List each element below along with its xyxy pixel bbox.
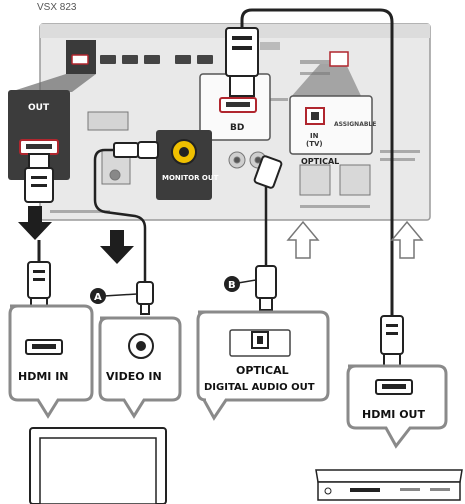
composite-plug-top — [113, 141, 159, 159]
optical-plug-bottom — [237, 265, 277, 311]
optical-plug-top — [253, 155, 283, 189]
hdmi-input-row — [100, 42, 280, 64]
monitor-out-label: MONITOR OUT — [162, 174, 219, 182]
receiver-rear-panel: OUT IN BD IN (TV) OPTICAL ASSIGNABLE — [8, 23, 431, 221]
hdmi-cable-to-player — [240, 8, 394, 322]
hdmi-cable-to-tv — [27, 240, 51, 311]
tv-hdmi-in-label: HDMI IN — [18, 370, 69, 383]
optical-in-label: IN — [310, 132, 319, 140]
down-arrows — [18, 206, 134, 264]
player-hdmi-out-label: HDMI OUT — [362, 408, 425, 421]
monitor-out-zoom-box: MONITOR OUT — [156, 130, 219, 200]
tv-optical-label: OPTICAL — [236, 364, 289, 377]
hdmi-plug-out — [24, 153, 54, 203]
optical-zoom-box: IN (TV) OPTICAL ASSIGNABLE — [289, 51, 376, 166]
tv-video-in-callout: VIDEO IN — [98, 316, 182, 419]
arrow-down-video — [100, 230, 134, 264]
hdmi-plug-bd — [225, 27, 259, 97]
cables — [93, 8, 394, 322]
blu-ray-player-icon — [315, 469, 463, 501]
player-hdmi-out-callout: HDMI OUT — [346, 364, 448, 449]
tv-video-in-label: VIDEO IN — [106, 370, 162, 383]
model-title: VSX 823 — [37, 2, 77, 13]
assignable-label: ASSIGNABLE — [334, 121, 376, 128]
composite-plug-bottom — [103, 281, 154, 315]
svg-text:B: B — [228, 280, 236, 291]
optical-port-label: OPTICAL — [301, 157, 339, 166]
up-arrows — [286, 220, 424, 259]
arrow-down-hdmi — [18, 206, 52, 240]
tv-digital-audio-out-label: DIGITAL AUDIO OUT — [204, 382, 315, 393]
hdmi-out-port-label: OUT — [28, 103, 50, 113]
arrow-up-optical — [286, 220, 320, 259]
bd-in-label: BD — [230, 123, 244, 133]
tv-icon — [29, 427, 167, 504]
arrow-up-hdmi — [390, 220, 424, 259]
tv-hdmi-in-callout: HDMI IN — [8, 304, 94, 419]
composite-cable — [93, 148, 152, 292]
hdmi-out-zoom-box: OUT — [8, 40, 96, 180]
hdmi-plug-player — [380, 315, 404, 367]
tv-optical-out-callout: OPTICAL DIGITAL AUDIO OUT — [196, 310, 330, 421]
callout-b: B — [224, 276, 240, 292]
optical-tv-label: (TV) — [306, 140, 323, 148]
svg-text:A: A — [94, 292, 102, 303]
callout-a: A — [90, 288, 106, 304]
